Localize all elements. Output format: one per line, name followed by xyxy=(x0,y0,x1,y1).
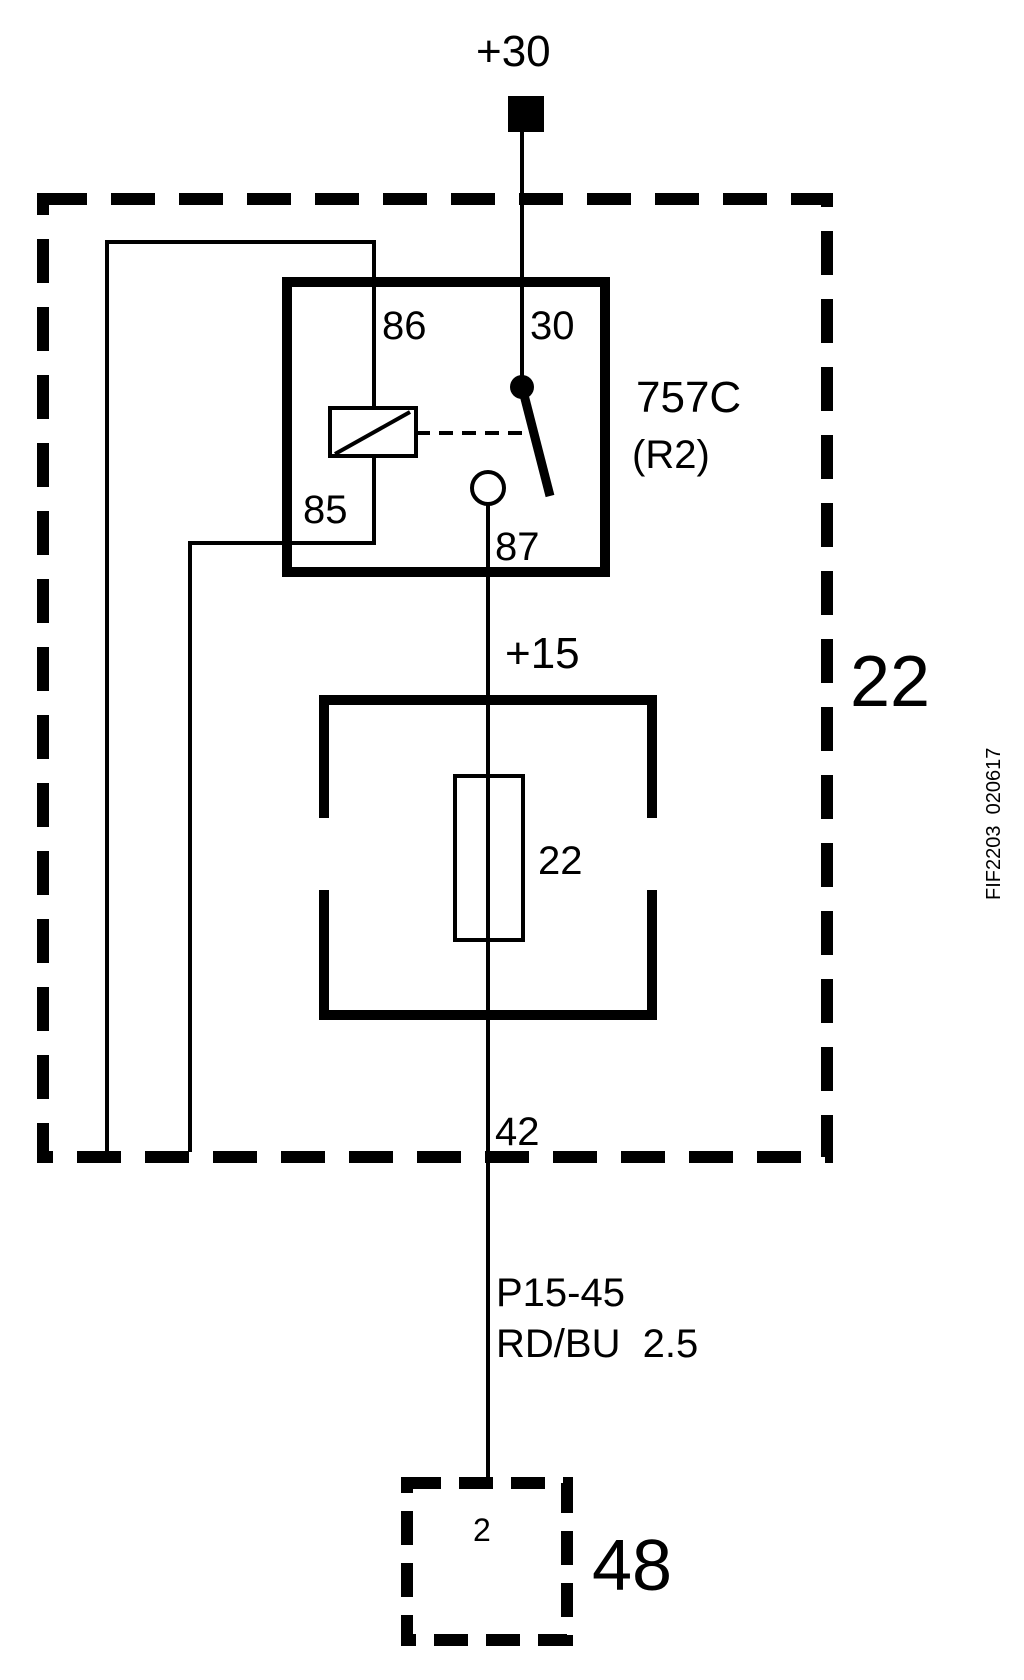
fuse-box-pin-42: 42 xyxy=(495,1110,540,1154)
supply-label: +30 xyxy=(476,27,551,76)
fuse-box-number: 22 xyxy=(850,642,930,722)
relay-ref: (R2) xyxy=(632,433,710,477)
switch-arm xyxy=(517,385,555,498)
relay-coil-diagonal xyxy=(334,410,411,456)
contact-87 xyxy=(470,470,506,506)
fuse-supply-label: +15 xyxy=(505,629,580,678)
pin-87-label: 87 xyxy=(495,525,540,569)
relay-box xyxy=(282,277,610,577)
fuse-number: 22 xyxy=(538,839,583,883)
fuse-box-outline xyxy=(37,193,833,1163)
connector-outline xyxy=(401,1477,573,1646)
wire-pin-85 xyxy=(188,456,376,1152)
pin-30-label: 30 xyxy=(530,304,575,348)
figure-id: FIF2203 020617 xyxy=(983,748,1005,900)
supply-terminal xyxy=(508,96,544,132)
fuse-holder-bottom xyxy=(319,890,657,1020)
relay-name: 757C xyxy=(636,373,741,422)
pin-86-label: 86 xyxy=(382,304,427,348)
wire-spec: RD/BU 2.5 xyxy=(496,1322,698,1366)
connector-pin: 2 xyxy=(473,1512,491,1548)
wire-code: P15-45 xyxy=(496,1271,625,1315)
fuse-holder-top xyxy=(319,695,657,818)
connector-number: 48 xyxy=(592,1526,672,1606)
wire-pin-86 xyxy=(105,240,376,1152)
pin-85-label: 85 xyxy=(303,488,348,532)
